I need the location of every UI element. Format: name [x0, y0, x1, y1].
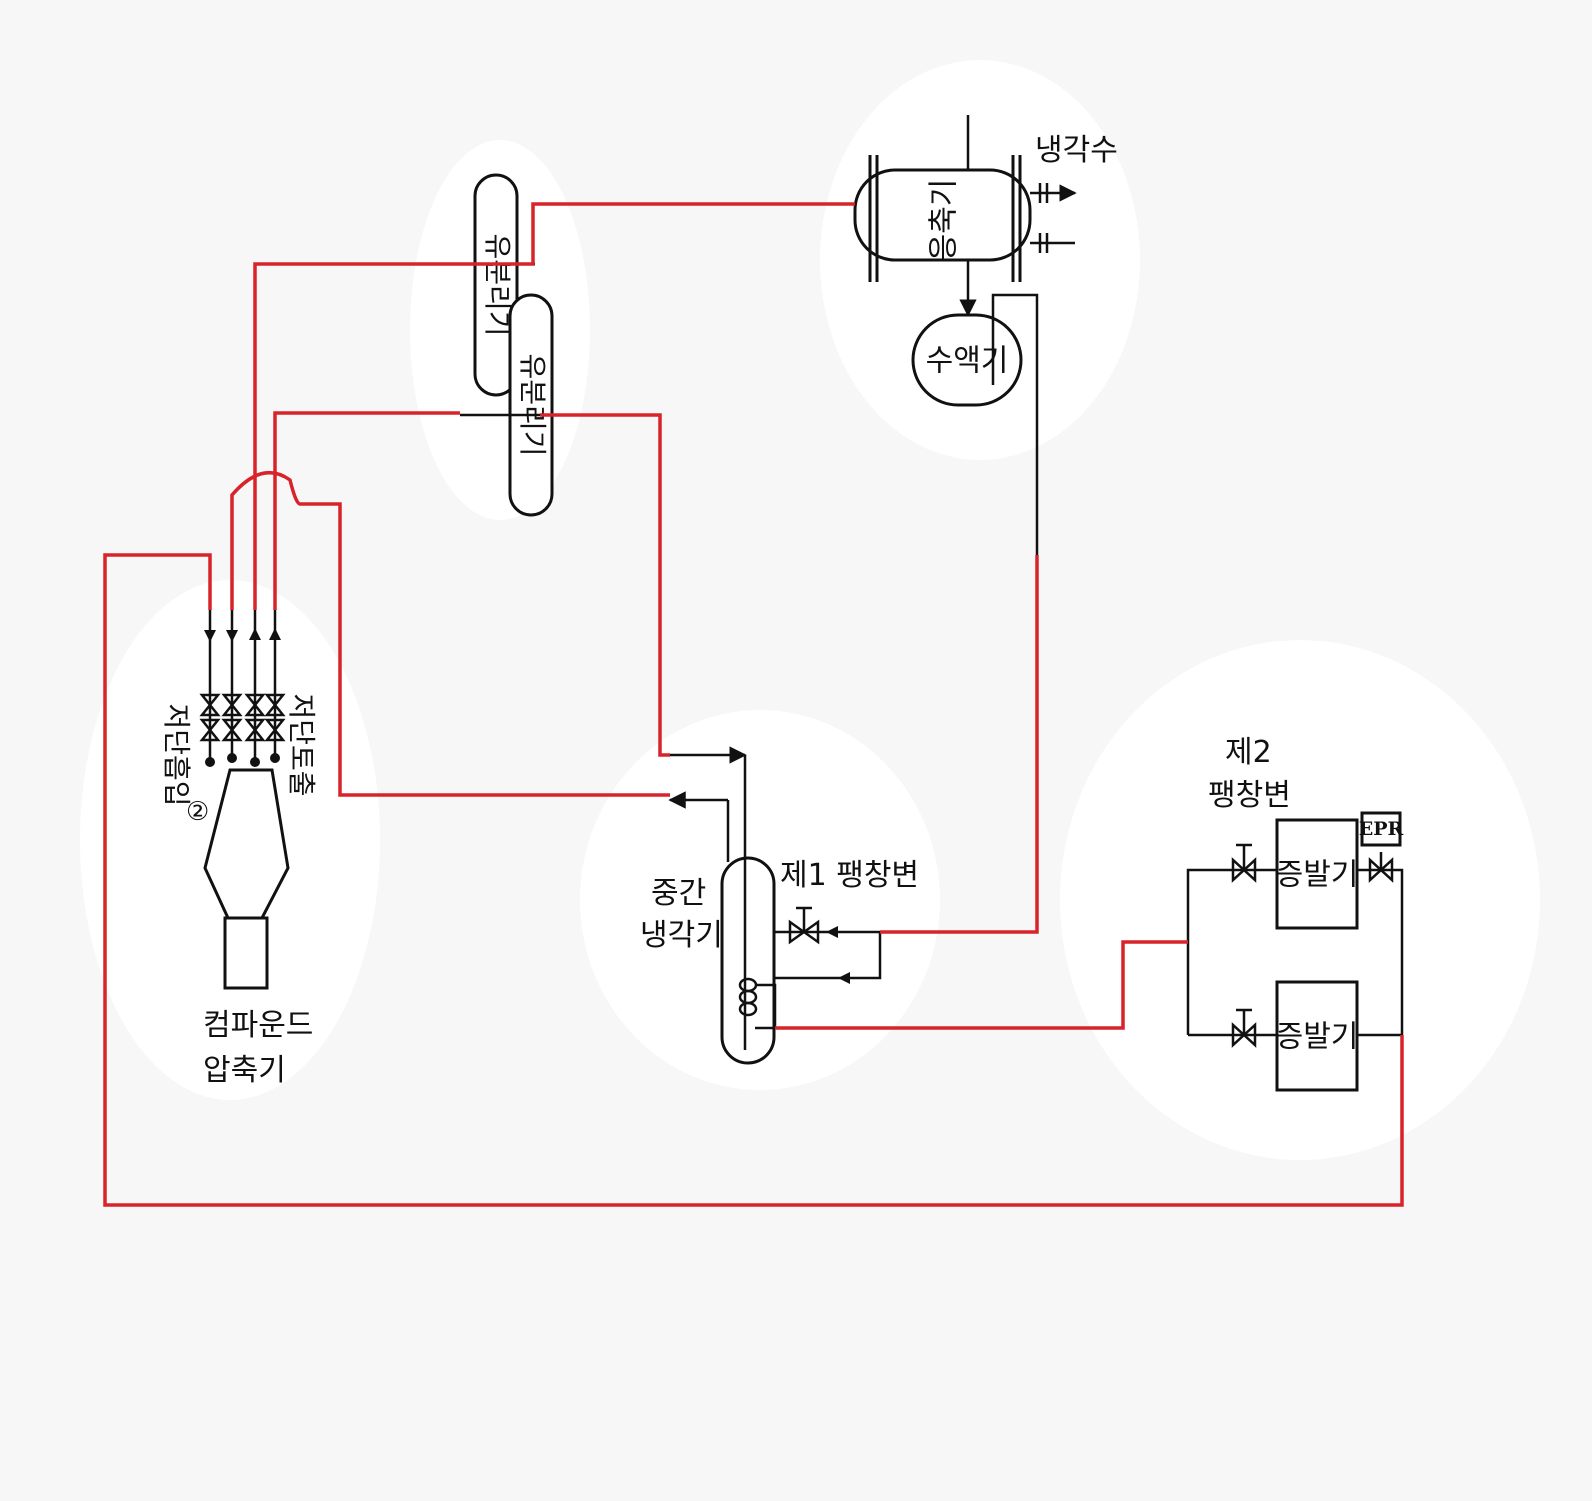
receiver-outlet-line — [991, 293, 1039, 555]
low-stage-suction-label: 저단흡입 — [160, 703, 193, 806]
intercooler-label-line1: 중간 — [651, 876, 706, 911]
compound-compressor-label-line2: 압축기 — [203, 1053, 286, 1088]
oil-separator-2: 유분리기 — [508, 293, 554, 517]
second-expansion-valve-lower — [1231, 1008, 1257, 1048]
condenser: 응축기 — [853, 115, 1032, 282]
valve-icon — [221, 693, 243, 742]
compressor-crossover-line — [230, 471, 670, 797]
compound-compressor-label-line1: 컴파운드 — [203, 1008, 313, 1043]
evaporator-return-suction-line — [103, 553, 1404, 1207]
valve-icon — [244, 693, 266, 742]
receiver-to-first-expansion-line — [880, 555, 1039, 934]
epr-label: EPR — [1359, 818, 1404, 840]
epr-valve: EPR — [1359, 811, 1404, 883]
compressor-connection-valves — [199, 610, 286, 767]
red-flow-lines — [103, 202, 1404, 1207]
low-stage-discharge-label: 저단토출 — [285, 693, 318, 796]
compound-compressor — [203, 768, 290, 990]
receiver-label: 수액기 — [926, 344, 1009, 379]
condenser-label: 응축기 — [927, 179, 962, 262]
intercooler-label-line2: 냉각기 — [640, 918, 723, 953]
oil-separator-2-to-intercooler-line — [540, 413, 670, 757]
oil-separator-to-intercooler-line — [273, 411, 460, 610]
oil-separator-2-label: 유분리기 — [516, 353, 549, 456]
evaporator-upper-label: 증발기 — [1276, 858, 1359, 893]
receiver: 수액기 — [911, 313, 1023, 407]
second-expansion-valve-upper — [1231, 843, 1257, 883]
cooling-water-label: 냉각수 — [1035, 133, 1118, 168]
circled-2-label: ② — [186, 797, 209, 827]
valve-icon — [264, 693, 286, 742]
intercooler-coil-to-evaporators-line — [775, 940, 1188, 1030]
cooling-water-pipes: 냉각수 — [1030, 133, 1118, 253]
condenser-to-oil-separator-line — [253, 202, 855, 610]
intercooler — [720, 755, 777, 1065]
evaporator-lower-label: 증발기 — [1276, 1020, 1359, 1055]
second-expansion-valve-label-line2: 팽창변 — [1208, 778, 1291, 813]
evaporator-lower: 증발기 — [1275, 980, 1359, 1092]
first-expansion-valve-label: 제1 팽창변 — [780, 858, 919, 893]
second-expansion-valve-label-line1: 제2 — [1225, 735, 1272, 770]
evaporator-upper: 증발기 — [1275, 818, 1359, 930]
valve-icon — [199, 693, 221, 742]
first-expansion-valve — [775, 906, 882, 984]
